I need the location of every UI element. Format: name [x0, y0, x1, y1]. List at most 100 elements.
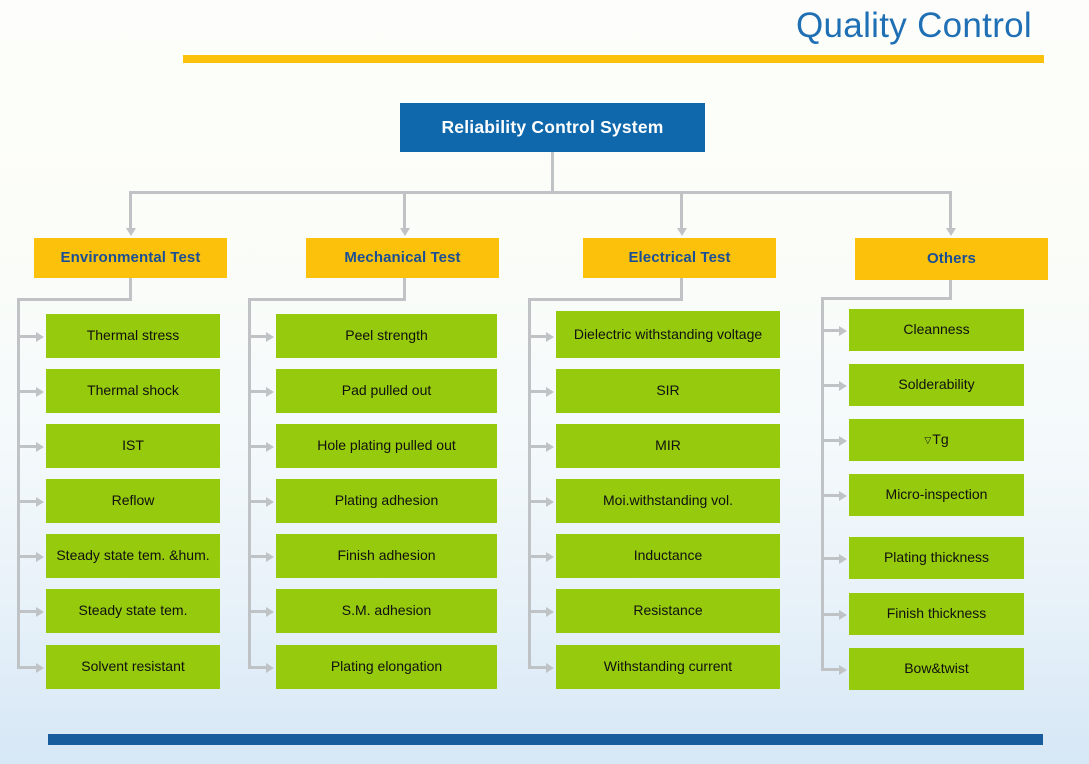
- node-leaf-finish-adhesion[interactable]: Finish adhesion: [276, 534, 497, 578]
- connector-c4-r4: [824, 494, 843, 497]
- connector-branch-3-spine: [528, 298, 531, 669]
- arrow-right-c4-r3: [839, 436, 847, 446]
- node-leaf-tg[interactable]: ▽Tg: [849, 419, 1024, 461]
- arrow-down-branch-3: [677, 228, 687, 236]
- node-leaf-dielectric-withstanding-voltage[interactable]: Dielectric withstanding voltage: [556, 311, 780, 358]
- node-leaf-steady-state-tem[interactable]: Steady state tem.: [46, 589, 220, 633]
- connector-branch-4-spine-turn: [821, 297, 952, 300]
- connector-c1-r6: [20, 610, 40, 613]
- node-leaf-micro-inspection[interactable]: Micro-inspection: [849, 474, 1024, 516]
- connector-c4-r5: [824, 557, 843, 560]
- node-leaf-plating-thickness[interactable]: Plating thickness: [849, 537, 1024, 579]
- connector-horizontal-bus: [130, 191, 952, 194]
- node-category-others[interactable]: Others: [855, 238, 1048, 280]
- arrow-right-c4-r7: [839, 665, 847, 675]
- arrow-right-c2-r3: [266, 442, 274, 452]
- connector-branch-4-spine-stub: [949, 280, 952, 300]
- arrow-right-c2-r5: [266, 552, 274, 562]
- connector-c3-r1: [531, 335, 550, 338]
- node-category-environmental-test[interactable]: Environmental Test: [34, 238, 227, 278]
- node-leaf-solvent-resistant[interactable]: Solvent resistant: [46, 645, 220, 689]
- node-leaf-solderability[interactable]: Solderability: [849, 364, 1024, 406]
- node-category-mechanical-test[interactable]: Mechanical Test: [306, 238, 499, 278]
- node-leaf-bow-twist[interactable]: Bow&twist: [849, 648, 1024, 690]
- footer-bar: [48, 734, 1043, 745]
- connector-branch-3-drop: [680, 191, 683, 229]
- arrow-right-c1-r7: [36, 663, 44, 673]
- arrow-right-c4-r5: [839, 554, 847, 564]
- arrow-right-c2-r1: [266, 332, 274, 342]
- connector-c4-r3: [824, 439, 843, 442]
- node-leaf-plating-elongation[interactable]: Plating elongation: [276, 645, 497, 689]
- connector-branch-2-spine-stub: [403, 278, 406, 300]
- node-leaf-steady-state-tem-hum[interactable]: Steady state tem. &hum.: [46, 534, 220, 578]
- node-leaf-sm-adhesion[interactable]: S.M. adhesion: [276, 589, 497, 633]
- arrow-right-c1-r4: [36, 497, 44, 507]
- node-leaf-peel-strength[interactable]: Peel strength: [276, 314, 497, 358]
- connector-c4-r1: [824, 329, 843, 332]
- connector-branch-1-drop: [129, 191, 132, 229]
- node-leaf-moi-withstanding-vol[interactable]: Moi.withstanding vol.: [556, 479, 780, 523]
- connector-c4-r7: [824, 668, 843, 671]
- connector-c3-r3: [531, 445, 550, 448]
- arrow-right-c3-r2: [546, 387, 554, 397]
- arrow-right-c2-r6: [266, 607, 274, 617]
- arrow-right-c4-r2: [839, 381, 847, 391]
- connector-c1-r1: [20, 335, 40, 338]
- arrow-right-c3-r7: [546, 663, 554, 673]
- arrow-right-c1-r1: [36, 332, 44, 342]
- connector-branch-1-spine-stub: [129, 278, 132, 300]
- arrow-right-c2-r2: [266, 387, 274, 397]
- node-leaf-finish-thickness[interactable]: Finish thickness: [849, 593, 1024, 635]
- node-leaf-thermal-shock[interactable]: Thermal shock: [46, 369, 220, 413]
- arrow-right-c3-r3: [546, 442, 554, 452]
- arrow-right-c1-r5: [36, 552, 44, 562]
- arrow-down-branch-4: [946, 228, 956, 236]
- arrow-right-c3-r6: [546, 607, 554, 617]
- node-leaf-resistance[interactable]: Resistance: [556, 589, 780, 633]
- arrow-right-c1-r6: [36, 607, 44, 617]
- title-underline-bar: [183, 55, 1044, 63]
- connector-c2-r5: [251, 555, 270, 558]
- connector-c3-r6: [531, 610, 550, 613]
- connector-c2-r4: [251, 500, 270, 503]
- connector-branch-4-spine: [821, 297, 824, 671]
- node-root[interactable]: Reliability Control System: [400, 103, 705, 152]
- connector-c3-r5: [531, 555, 550, 558]
- node-leaf-ist[interactable]: IST: [46, 424, 220, 468]
- node-leaf-cleanness[interactable]: Cleanness: [849, 309, 1024, 351]
- arrow-right-c2-r7: [266, 663, 274, 673]
- node-leaf-pad-pulled-out[interactable]: Pad pulled out: [276, 369, 497, 413]
- node-leaf-hole-plating-pulled-out[interactable]: Hole plating pulled out: [276, 424, 497, 468]
- connector-branch-4-drop: [949, 191, 952, 229]
- node-leaf-thermal-stress[interactable]: Thermal stress: [46, 314, 220, 358]
- connector-c1-r5: [20, 555, 40, 558]
- connector-branch-3-spine-turn: [528, 298, 683, 301]
- connector-branch-2-drop: [403, 191, 406, 229]
- node-leaf-withstanding-current[interactable]: Withstanding current: [556, 645, 780, 689]
- arrow-right-c2-r4: [266, 497, 274, 507]
- arrow-right-c1-r3: [36, 442, 44, 452]
- arrow-right-c1-r2: [36, 387, 44, 397]
- arrow-right-c3-r5: [546, 552, 554, 562]
- connector-c1-r4: [20, 500, 40, 503]
- connector-c2-r2: [251, 390, 270, 393]
- connector-c2-r6: [251, 610, 270, 613]
- arrow-right-c3-r1: [546, 332, 554, 342]
- connector-c3-r7: [531, 666, 550, 669]
- connector-c4-r6: [824, 613, 843, 616]
- node-leaf-plating-adhesion[interactable]: Plating adhesion: [276, 479, 497, 523]
- connector-c2-r1: [251, 335, 270, 338]
- node-category-electrical-test[interactable]: Electrical Test: [583, 238, 776, 278]
- arrow-down-branch-1: [126, 228, 136, 236]
- node-leaf-inductance[interactable]: Inductance: [556, 534, 780, 578]
- node-leaf-reflow[interactable]: Reflow: [46, 479, 220, 523]
- connector-branch-1-spine-turn: [17, 298, 132, 301]
- arrow-right-c4-r4: [839, 491, 847, 501]
- node-leaf-mir[interactable]: MIR: [556, 424, 780, 468]
- arrow-right-c4-r6: [839, 610, 847, 620]
- connector-c1-r7: [20, 666, 40, 669]
- node-leaf-sir[interactable]: SIR: [556, 369, 780, 413]
- connector-branch-2-spine: [248, 298, 251, 669]
